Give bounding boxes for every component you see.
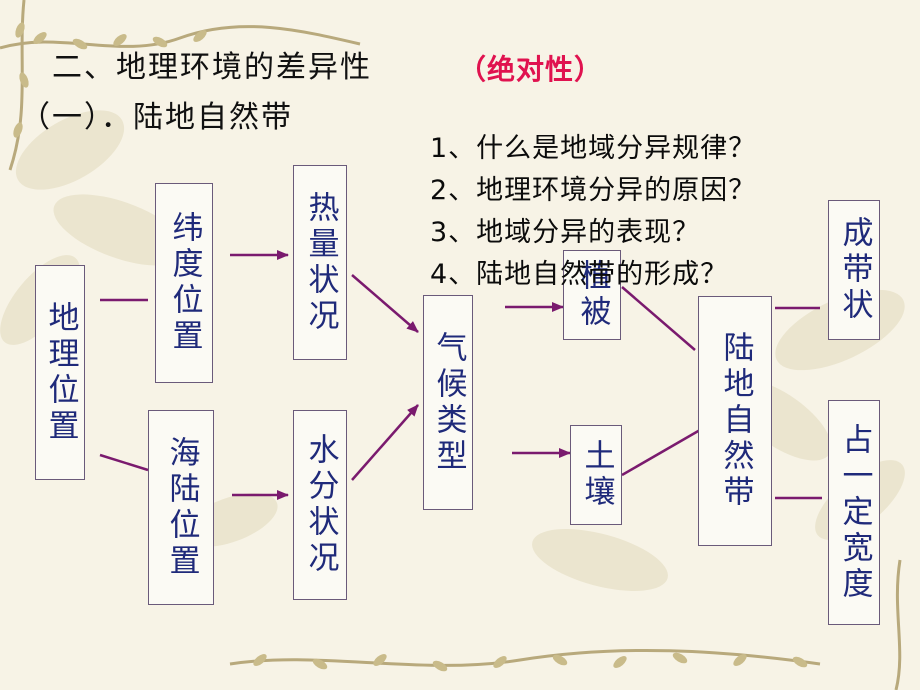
climate-type-label: 气候类型 (430, 330, 467, 475)
geo-position-label: 地理位置 (42, 300, 79, 445)
box-climate-type: 气候类型 (423, 295, 473, 510)
box-soil: 土壤 (570, 425, 622, 525)
section-subtitle: （一）．陆地自然带 (20, 100, 293, 135)
box-water-conditions: 水分状况 (293, 410, 347, 600)
vegetation-label: 植被 (574, 259, 611, 331)
box-vegetation: 植被 (563, 250, 621, 340)
box-geo-position: 地理位置 (35, 265, 85, 480)
certain-width-label: 占一定宽度 (836, 422, 873, 603)
latitude-position-label: 纬度位置 (166, 211, 203, 355)
question-2: 2、地理环境分异的原因？ (430, 175, 757, 206)
heat-conditions-label: 热量状况 (302, 190, 339, 335)
question-3: 3、地域分异的表现？ (430, 217, 701, 248)
soil-label: 土壤 (578, 439, 615, 511)
banded-label: 成带状 (836, 216, 873, 324)
question-1: 1、什么是地域分异规律？ (430, 133, 757, 164)
natural-zone-label: 陆地自然带 (717, 331, 754, 511)
box-natural-zone: 陆地自然带 (698, 296, 772, 546)
box-heat-conditions: 热量状况 (293, 165, 347, 360)
water-conditions-label: 水分状况 (302, 433, 339, 577)
box-banded: 成带状 (828, 200, 880, 340)
sea-land-position-label: 海陆位置 (163, 435, 200, 580)
box-sea-land-position: 海陆位置 (148, 410, 214, 605)
box-latitude-position: 纬度位置 (155, 183, 213, 383)
slide-title: 二、地理环境的差异性 (52, 50, 372, 85)
question-4: 4、陆地自然带的形成？ (430, 259, 729, 290)
emphasis-label: （绝对性） (458, 53, 604, 86)
box-certain-width: 占一定宽度 (828, 400, 880, 625)
